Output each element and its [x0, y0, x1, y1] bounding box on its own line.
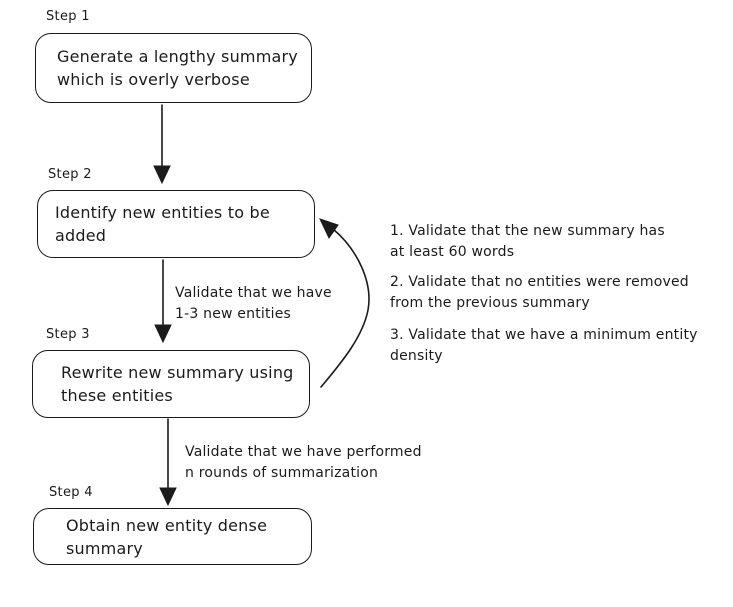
- arrow-step1-to-step2-head: [153, 165, 171, 185]
- step3-node: Rewrite new summary using these entities: [32, 350, 310, 418]
- loop-note-1-line2: at least 60 words: [390, 244, 515, 260]
- step1-node: Generate a lengthy summary which is over…: [35, 33, 312, 103]
- step2-text-line1: Identify new entities to be: [55, 203, 270, 222]
- loop-note-1-line1: 1. Validate that the new summary has: [390, 223, 665, 239]
- step1-text-line1: Generate a lengthy summary: [57, 47, 298, 66]
- loop-note-1: 1. Validate that the new summary has at …: [390, 221, 710, 263]
- edge-label-n-rounds-line2: n rounds of summarization: [185, 465, 379, 481]
- step2-node: Identify new entities to be added: [37, 190, 315, 258]
- step4-text-line1: Obtain new entity dense: [66, 515, 268, 535]
- arrow-step2-to-step3-head: [154, 324, 172, 344]
- edge-label-new-entities-line1: Validate that we have: [175, 285, 332, 301]
- step3-text-line2: these entities: [61, 386, 173, 405]
- arrow-step3-to-step4-head: [159, 487, 177, 507]
- step4-text-line2: summary: [66, 538, 143, 558]
- loop-note-3: 3. Validate that we have a minimum entit…: [390, 325, 710, 367]
- loop-note-2: 2. Validate that no entities were remove…: [390, 272, 710, 314]
- loop-note-3-line2: density: [390, 348, 443, 364]
- step1-text-line2: which is overly verbose: [57, 70, 250, 89]
- loop-note-2-line1: 2. Validate that no entities were remove…: [390, 274, 689, 290]
- arrow-step1-to-step2: [153, 104, 171, 185]
- loop-note-3-line1: 3. Validate that we have a minimum entit…: [390, 327, 698, 343]
- step2-label: Step 2: [48, 167, 92, 182]
- step4-node: Obtain new entity dense summary: [33, 508, 312, 565]
- edge-label-n-rounds: Validate that we have performed n rounds…: [185, 442, 422, 484]
- step4-label: Step 4: [49, 485, 93, 500]
- step3-label: Step 3: [46, 327, 90, 342]
- step2-text-line2: added: [55, 226, 107, 245]
- loop-arrow-head: [319, 218, 339, 239]
- edge-label-new-entities: Validate that we have 1-3 new entities: [175, 283, 332, 325]
- arrow-step3-to-step4: [159, 418, 177, 507]
- loop-note-2-line2: from the previous summary: [390, 295, 590, 311]
- edge-label-new-entities-line2: 1-3 new entities: [175, 306, 292, 322]
- arrow-step2-to-step3: [154, 259, 172, 344]
- step1-label: Step 1: [46, 9, 90, 24]
- step3-text-line1: Rewrite new summary using: [61, 363, 294, 382]
- edge-label-n-rounds-line1: Validate that we have performed: [185, 444, 422, 460]
